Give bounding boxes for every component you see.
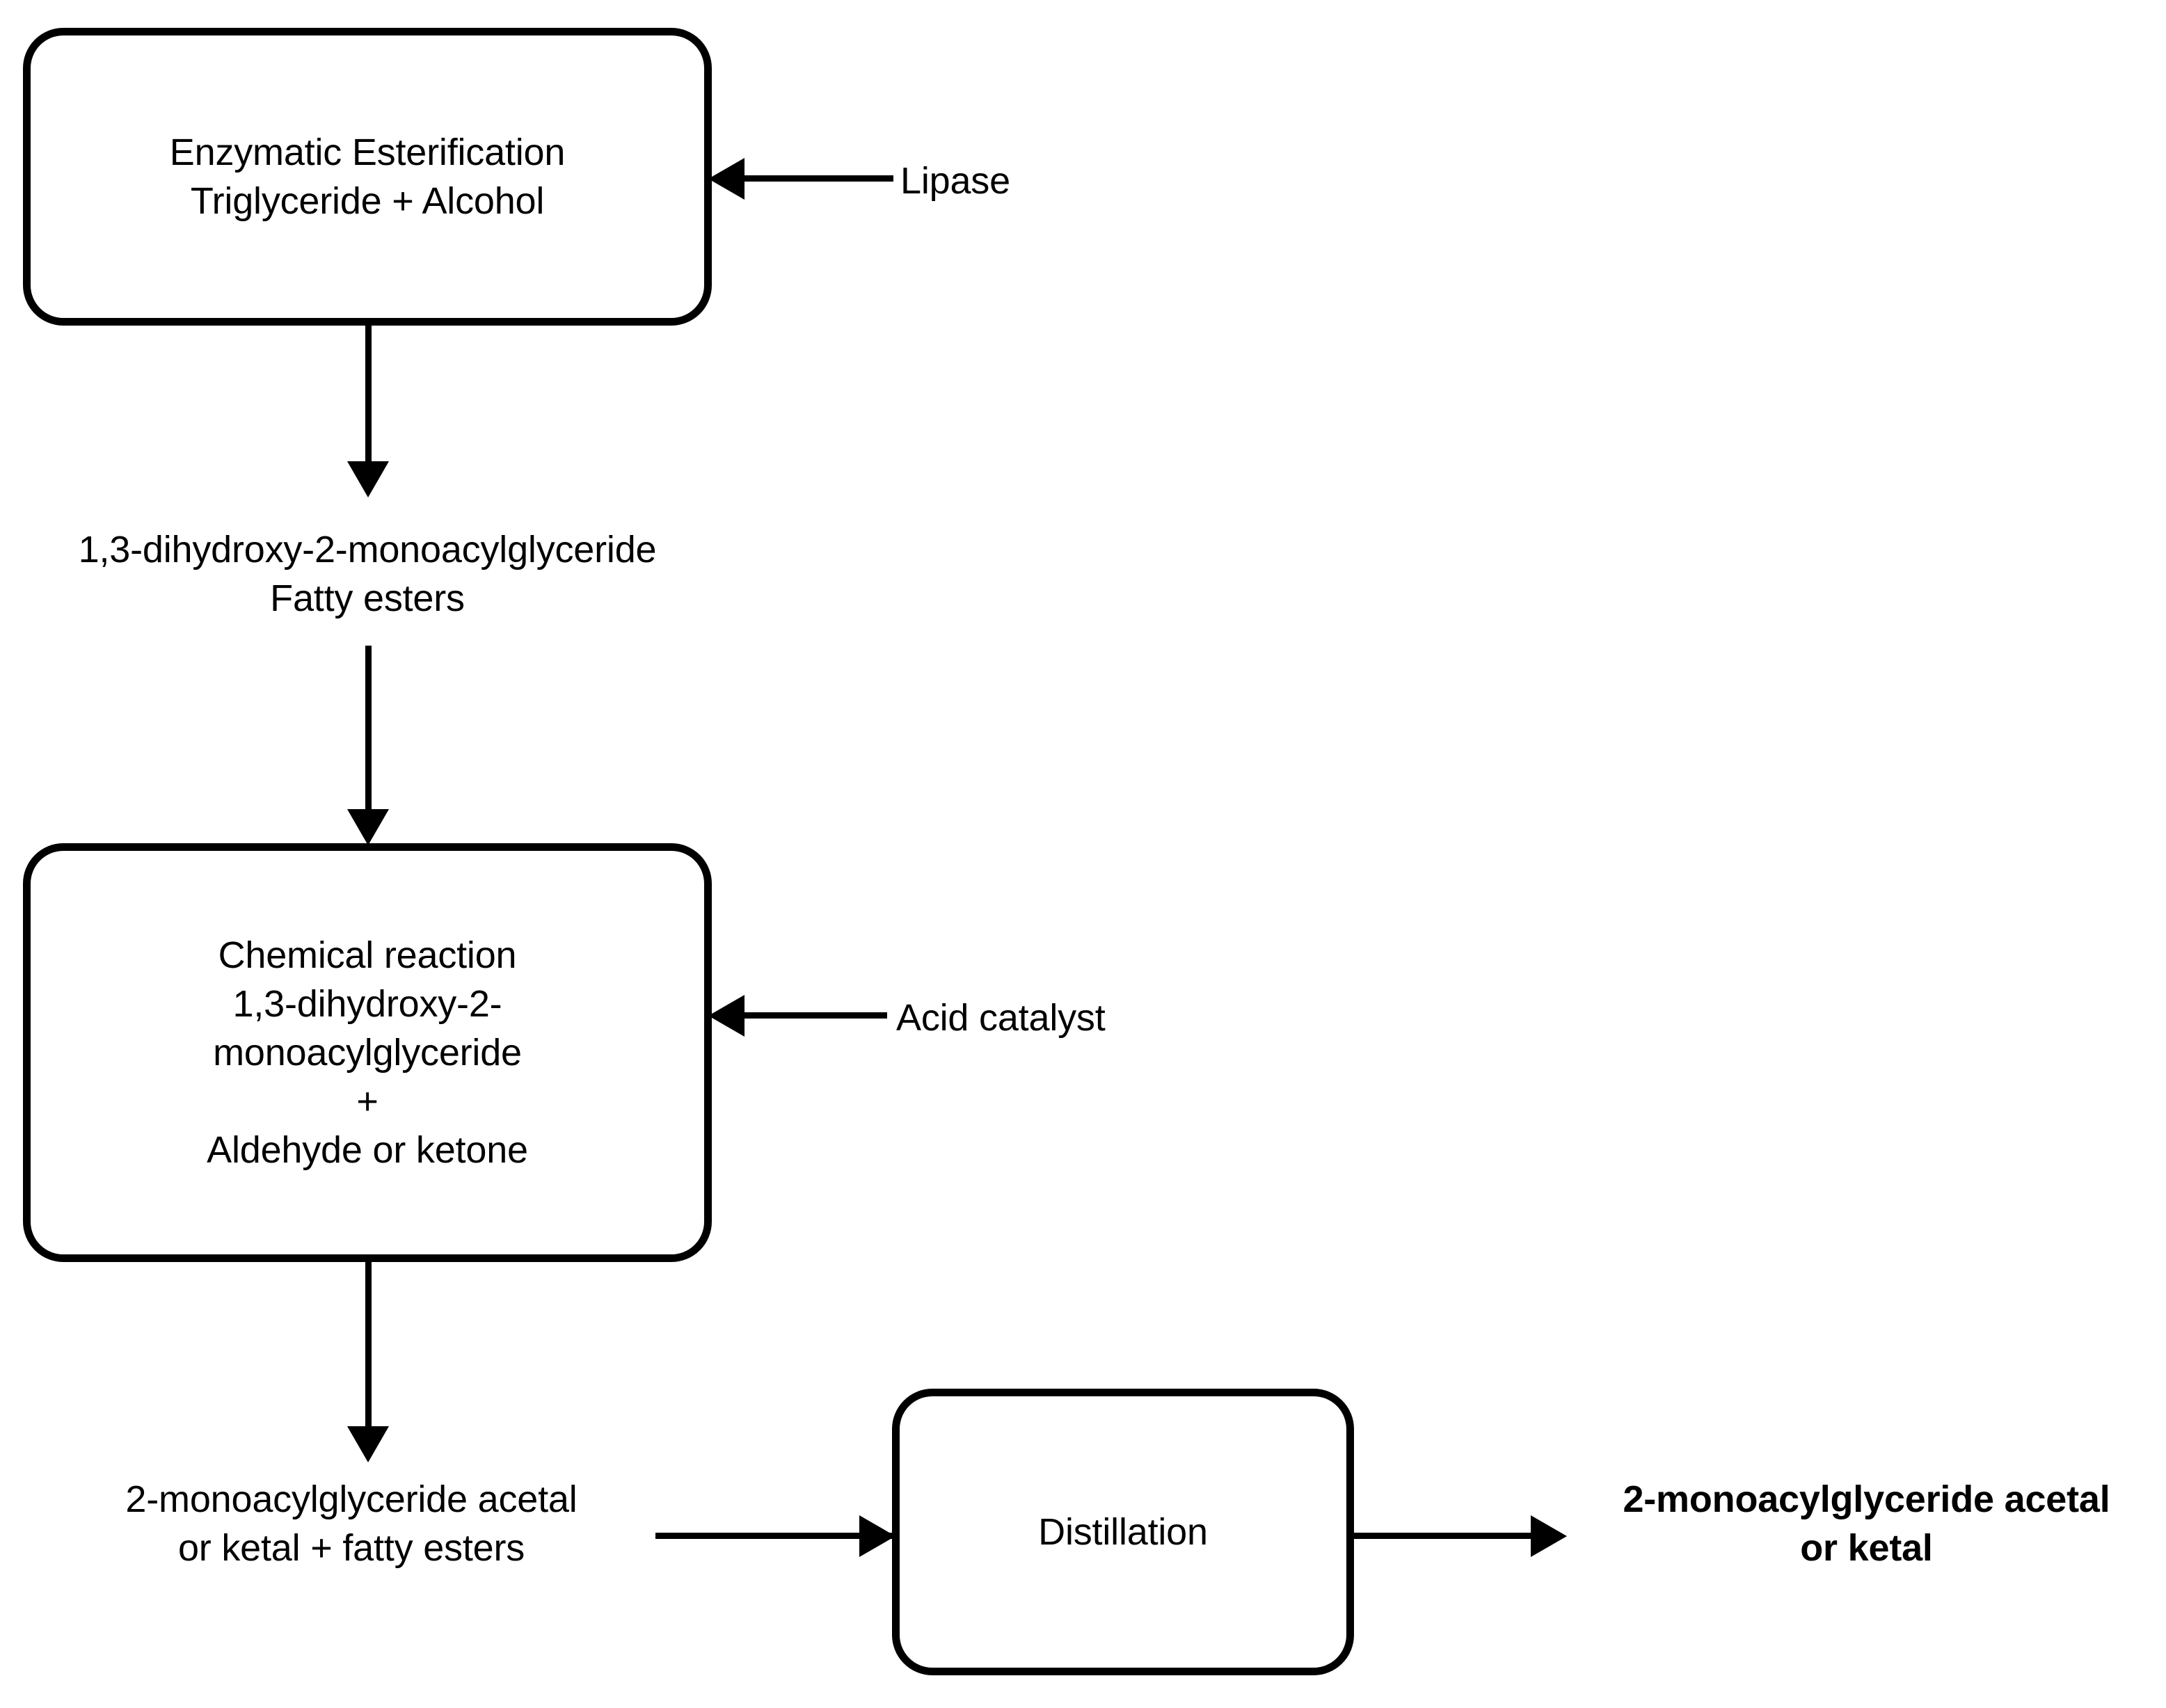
edge-esterification-to-intermediate-1-line: [365, 326, 372, 463]
node-chemical-reaction[interactable]: Chemical reaction 1,3-dihydroxy-2- monoa…: [23, 843, 712, 1262]
edge-chemical-reaction-to-intermediate-2-arrowhead: [347, 1426, 389, 1462]
edge-acid-catalyst-line: [744, 1012, 887, 1019]
edge-esterification-to-intermediate-1-arrowhead: [347, 461, 389, 497]
edge-distillation-to-output-arrowhead: [1531, 1515, 1567, 1557]
node-distillation[interactable]: Distillation: [892, 1389, 1354, 1675]
output-label-final-product: 2-monoacylglyceride acetal or ketal: [1623, 1478, 2110, 1570]
edge-intermediate-2-to-distillation-line: [655, 1533, 934, 1539]
edge-intermediate-2-to-distillation-arrowhead: [859, 1515, 895, 1557]
intermediate-label-1: 1,3-dihydroxy-2-monoacylglyceride Fatty …: [78, 529, 657, 620]
input-label-acid-catalyst: Acid catalyst: [896, 997, 1106, 1039]
input-label-lipase: Lipase: [900, 160, 1010, 202]
edge-distillation-to-output-line: [1350, 1533, 1552, 1539]
node-chemical-reaction-label: Chemical reaction 1,3-dihydroxy-2- monoa…: [207, 934, 528, 1172]
edge-lipase-arrowhead: [708, 158, 744, 200]
edge-intermediate-1-to-chemical-reaction-arrowhead: [347, 809, 389, 845]
edge-chemical-reaction-to-intermediate-2-line: [365, 1262, 372, 1429]
node-distillation-label: Distillation: [1038, 1510, 1208, 1553]
edge-lipase-line: [744, 175, 893, 182]
node-enzymatic-esterification[interactable]: Enzymatic Esterification Triglyceride + …: [23, 28, 712, 326]
intermediate-label-2: 2-monoacylglyceride acetal or ketal + fa…: [125, 1478, 578, 1570]
node-enzymatic-esterification-label: Enzymatic Esterification Triglyceride + …: [169, 131, 566, 222]
edge-acid-catalyst-arrowhead: [708, 995, 744, 1037]
edge-intermediate-1-to-chemical-reaction-line: [365, 646, 372, 811]
